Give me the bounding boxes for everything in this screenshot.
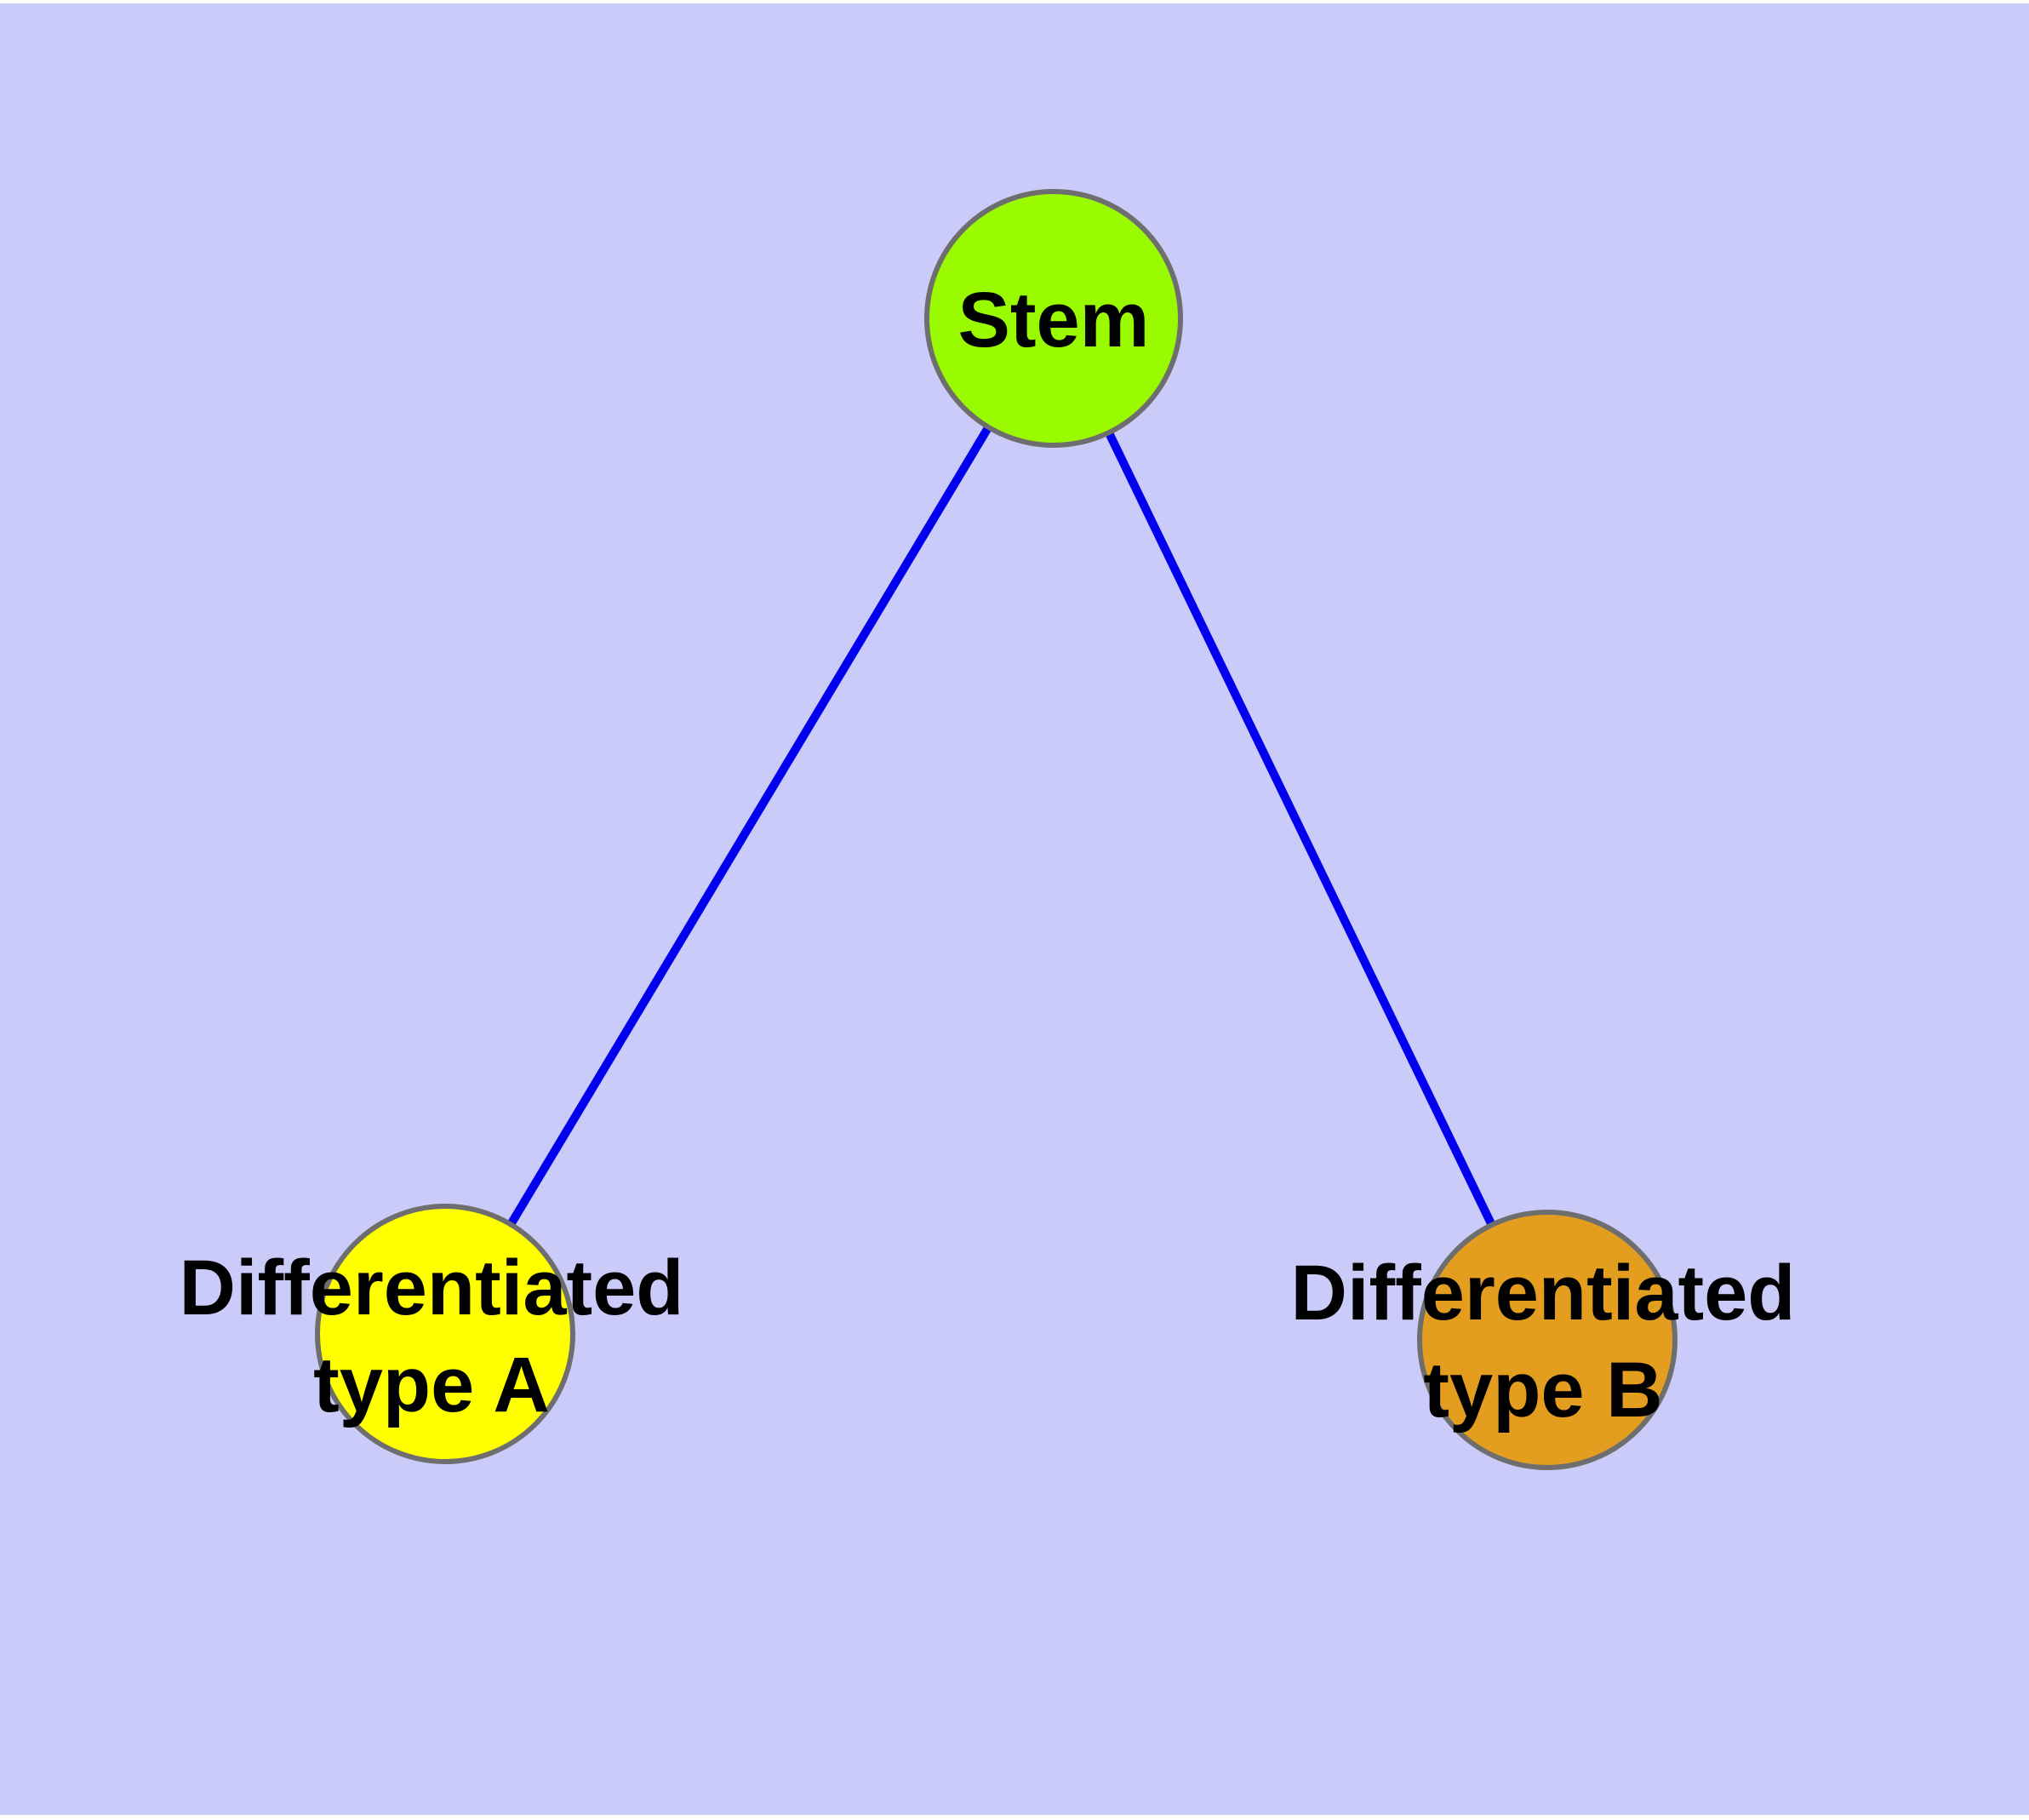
edge-stem-to-type-b-line [1049, 316, 1552, 1342]
edge-stem-to-type-a-line [441, 316, 1058, 1336]
node-stem-label: Stem [957, 277, 1150, 363]
node-type-b-circle [1417, 1210, 1677, 1470]
node-type-a-circle [315, 1204, 575, 1464]
node-type-a-label: Differentiated type A [179, 1245, 684, 1428]
node-type-b-label: Differentiated type B [1290, 1250, 1796, 1434]
node-stem-circle [924, 189, 1183, 448]
